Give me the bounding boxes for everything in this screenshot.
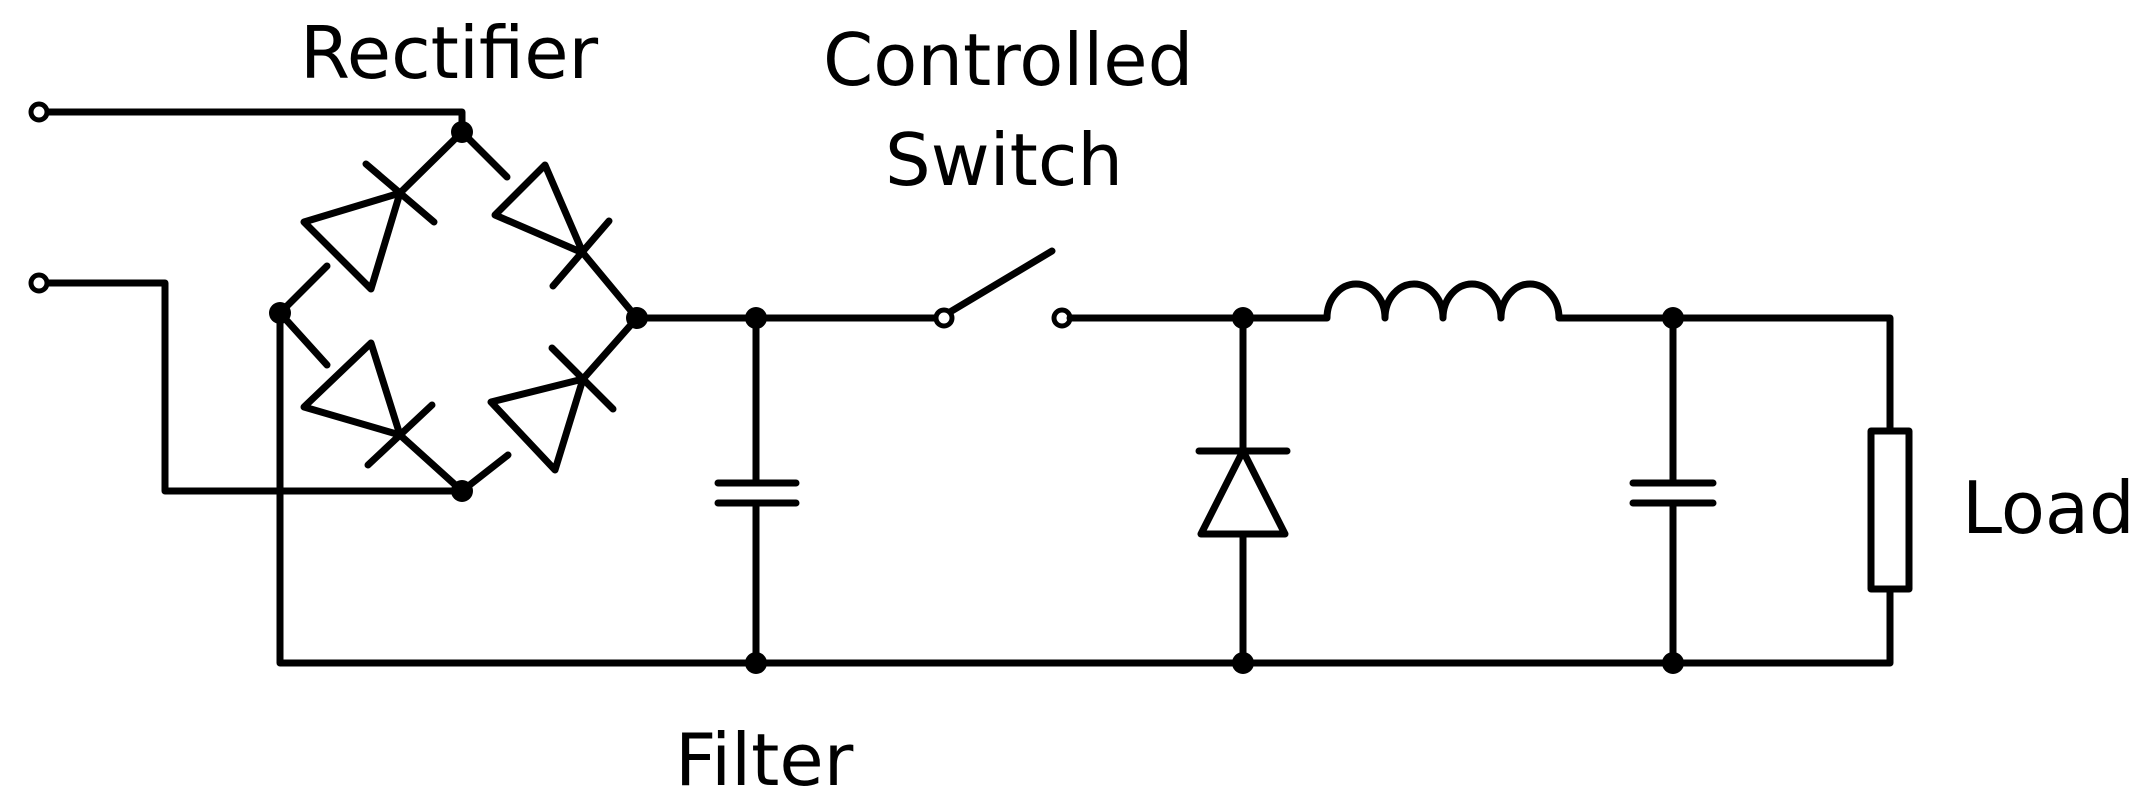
bridge-rectifier bbox=[269, 121, 648, 502]
diode-top-left bbox=[276, 128, 466, 317]
junction-diode-bottom bbox=[1232, 652, 1254, 674]
input-wire-bottom bbox=[35, 279, 466, 495]
junction-diode-top bbox=[1232, 307, 1254, 329]
rectifier-label: Rectifier bbox=[300, 11, 599, 95]
diode-bottom-left bbox=[276, 309, 466, 495]
junction-output-top bbox=[1662, 307, 1684, 329]
input-terminal-top bbox=[28, 101, 50, 123]
input-wire-top bbox=[35, 108, 466, 136]
filter-label: Filter bbox=[675, 718, 854, 802]
controlled-switch-label-line2: Switch bbox=[885, 118, 1123, 202]
freewheeling-diode bbox=[1195, 307, 1291, 674]
controlled-switch-label-line1: Controlled bbox=[823, 18, 1193, 102]
controlled-switch bbox=[933, 247, 1073, 329]
junction-bridge-bottom bbox=[451, 480, 473, 502]
junction-filter-bottom bbox=[745, 652, 767, 674]
inductor bbox=[1321, 280, 1565, 322]
output-capacitor bbox=[1629, 307, 1717, 674]
junction-bridge-top bbox=[451, 121, 473, 143]
positive-rail-output bbox=[1557, 314, 1894, 435]
ground-rail bbox=[276, 309, 1894, 667]
junction-output-bottom bbox=[1662, 652, 1684, 674]
switch-contact-left bbox=[933, 307, 955, 329]
junction-filter-top bbox=[745, 307, 767, 329]
filter-capacitor bbox=[714, 307, 800, 674]
diode-top-right bbox=[458, 128, 641, 322]
diode-bottom-right bbox=[458, 314, 641, 495]
input-terminal-bottom bbox=[28, 272, 50, 294]
load-label: Load bbox=[1962, 466, 2135, 550]
load-resistor bbox=[1867, 427, 1913, 593]
